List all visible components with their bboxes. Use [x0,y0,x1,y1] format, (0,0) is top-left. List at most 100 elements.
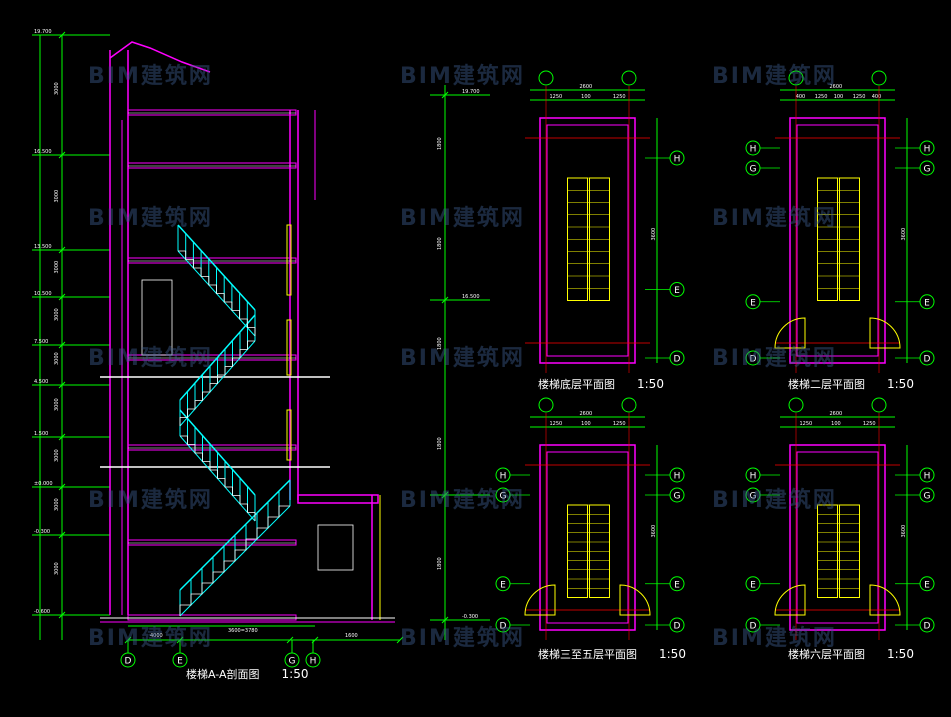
plan-caption-scale: 1:50 [887,377,914,391]
plan-wall [789,444,886,631]
column-axis-bubble-circle [538,397,554,413]
axis-bubble-label: H [750,145,757,155]
plan-dim-text: 2600 [830,84,843,90]
axis-bubble-circle [745,350,761,366]
level-dim-text: 3000 [54,308,60,321]
level-tick [58,531,66,539]
axis-bubble-circle [919,350,935,366]
column-axis-bubble-circle [621,70,637,86]
plan-dim-text: 100 [834,94,844,100]
axis-bubble-circle [745,617,761,633]
bottom-dim-text: 1600 [345,633,358,639]
watermark-text: BIM建筑网 [400,206,525,231]
axis-bubble-circle [669,617,685,633]
axis-bubble-label: H [310,657,317,667]
floor-slab [127,539,297,546]
axis-bubble-circle [919,467,935,483]
level-tick [441,296,449,304]
axis-bubble-label: E [750,580,756,590]
level-tick [58,433,66,441]
level-label: 19.700 [34,29,52,35]
floor-slab [127,162,297,169]
axis-bubble-circle [120,652,136,668]
watermark-text: BIM建筑网 [400,626,525,651]
column-axis-bubble-circle [871,397,887,413]
stair-treads [178,250,256,336]
axis-bubble-label: D [750,622,757,632]
watermark-text: BIM建筑网 [712,626,837,651]
axis-bubble-circle [669,487,685,503]
level-tick [58,293,66,301]
axis-bubble-label: G [924,165,931,175]
axis-bubble-label: H [500,472,507,482]
level-label: 19.700 [462,89,480,95]
level-dim-text: 1800 [437,557,443,570]
level-dim-text: 1800 [437,237,443,250]
bottom-dim-tick [396,636,404,644]
level-dim-text: 3000 [54,562,60,575]
axis-bubble-label: H [674,155,681,165]
plan-wall [539,117,636,364]
axis-bubble-label: E [750,298,756,308]
level-tick [58,381,66,389]
plan-dim-text: 1250 [550,94,563,100]
axis-bubble-label: E [674,580,680,590]
axis-bubble-label: E [924,580,930,590]
column-axis-bubble-circle [538,70,554,86]
door-opening [141,279,173,356]
axis-bubble-circle [284,652,300,668]
plan-caption-title: 楼梯二层平面图 [788,378,865,391]
plan-dim-text: 1250 [613,421,626,427]
axis-bubble-label: D [750,355,757,365]
axis-bubble-label: G [500,492,507,502]
plan-dim-text: 2600 [830,411,843,417]
axis-bubble-circle [745,294,761,310]
axis-bubble-circle [495,487,511,503]
axis-bubble-circle [745,160,761,176]
axis-bubble-label: D [674,355,681,365]
watermark-text: BIM建筑网 [88,626,213,651]
level-tick [441,91,449,99]
level-dim-text: 1800 [437,437,443,450]
watermark-text: BIM建筑网 [400,346,525,371]
axis-bubble-label: G [289,657,296,667]
level-dim-text: 3000 [54,398,60,411]
plan-caption-scale: 1:50 [637,377,664,391]
section-a-a-drawing: 19.70016.50013.50010.5007.5004.5001.500±… [32,29,490,668]
watermark-text: BIM建筑网 [88,346,213,371]
level-dim-text: 1800 [437,137,443,150]
axis-bubble-label: E [177,657,183,667]
watermark-text: BIM建筑网 [400,488,525,513]
axis-bubble-circle [669,282,685,297]
stair-treads [179,505,290,616]
level-label: 10.500 [34,291,52,297]
section-caption-title: 楼梯A-A剖面图 [186,668,260,681]
axis-bubble-circle [669,576,685,592]
axis-bubble-label: D [674,622,681,632]
level-tick [58,611,66,619]
window-strip [286,409,292,461]
axis-bubble-label: G [750,492,757,502]
axis-bubble-label: D [924,355,931,365]
axis-bubble-circle [919,576,935,592]
door-opening [317,524,354,571]
plan-dim-text: 3600 [651,228,657,241]
axis-bubble-circle [919,617,935,633]
watermark-text: BIM建筑网 [88,206,213,231]
axis-bubble-circle [305,652,321,668]
axis-bubble-label: H [750,472,757,482]
axis-bubble-circle [669,150,685,166]
axis-bubble-circle [172,652,188,668]
level-dim-text: 1800 [437,337,443,350]
plan-wall-inner [796,451,879,624]
level-dim-text: 3000 [54,190,60,203]
plan-dim-text: 1250 [853,94,866,100]
level-tick [58,31,66,39]
axis-bubble-circle [919,294,935,310]
